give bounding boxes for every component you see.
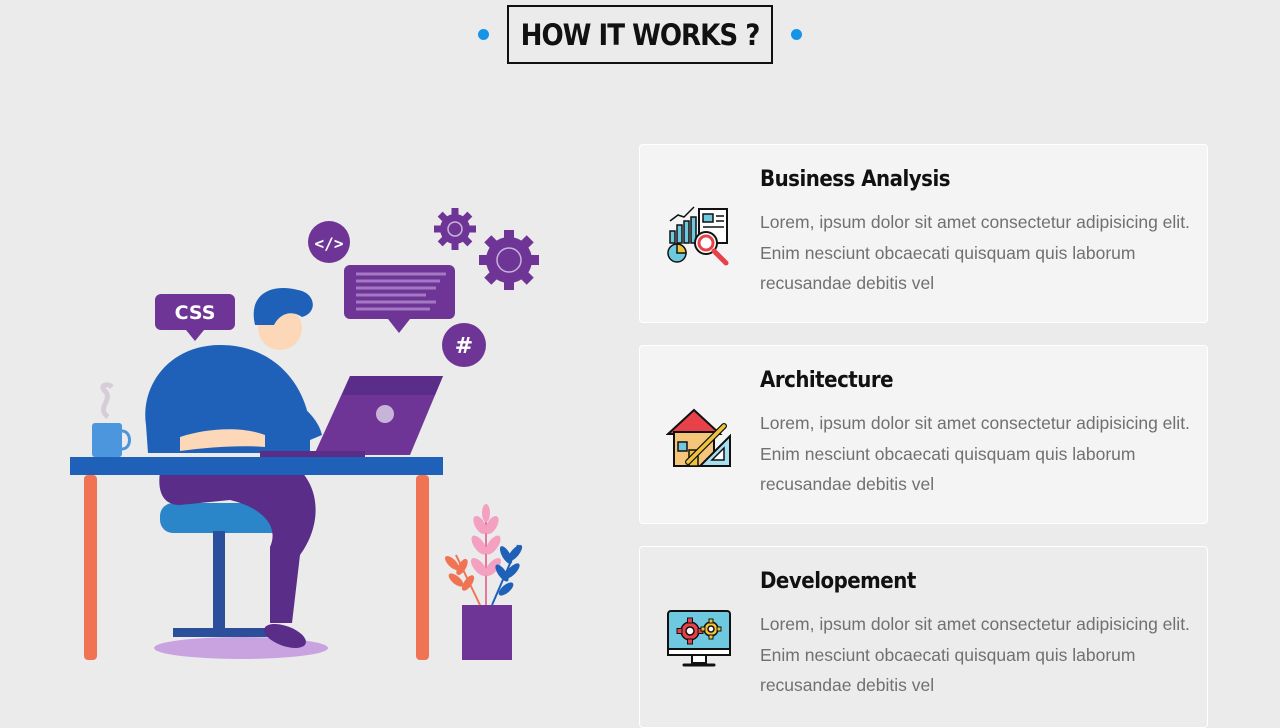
person-torso <box>145 345 310 453</box>
feature-card-architecture: Architecture Lorem, ipsum dolor sit amet… <box>639 345 1208 524</box>
desk-leg-right <box>416 475 429 660</box>
laptop-base <box>260 451 365 457</box>
chair-post <box>213 531 225 631</box>
feature-description: Lorem, ipsum dolor sit amet consectetur … <box>760 413 1190 494</box>
code-window-bubble <box>344 265 455 333</box>
css-tag-label: CSS <box>175 302 216 324</box>
coffee-steam <box>100 382 114 419</box>
large-gear-icon <box>479 230 539 290</box>
business-analysis-icon <box>667 206 729 266</box>
person-hair <box>253 288 313 325</box>
feature-title: Architecture <box>760 368 894 393</box>
architecture-icon <box>666 408 731 467</box>
code-tag-label: </> <box>315 234 344 253</box>
code-bubble <box>308 221 350 263</box>
person-arm <box>180 429 265 451</box>
small-gear-icon <box>434 208 476 250</box>
developer-illustration: </> # CSS <box>70 208 539 660</box>
person-sleeve <box>265 385 322 440</box>
desk-top <box>70 457 443 475</box>
hash-bubble <box>442 323 486 367</box>
css-bubble <box>155 294 235 330</box>
feature-description: Lorem, ipsum dolor sit amet consectetur … <box>760 212 1190 293</box>
chair-base <box>173 628 283 637</box>
feature-card-business-analysis: Business Analysis Lorem, ipsum dolor sit… <box>639 144 1208 323</box>
hash-tag-label: # <box>455 334 473 359</box>
feature-description: Lorem, ipsum dolor sit amet consectetur … <box>760 614 1190 695</box>
section-title: HOW IT WORKS ? <box>507 5 773 64</box>
plant-pot <box>462 605 512 660</box>
feature-title: Developement <box>760 569 916 594</box>
plant-leaves <box>445 504 523 606</box>
section-header: HOW IT WORKS ? <box>0 5 1280 64</box>
development-icon <box>667 610 731 667</box>
desk-leg-left <box>84 475 97 660</box>
title-right-dot <box>791 29 802 40</box>
person-legs <box>159 463 316 623</box>
title-left-dot <box>478 29 489 40</box>
feature-card-development: Developement Lorem, ipsum dolor sit amet… <box>639 546 1208 728</box>
feature-title: Business Analysis <box>760 167 951 192</box>
person-shoe <box>264 623 306 649</box>
coffee-mug <box>92 423 122 457</box>
